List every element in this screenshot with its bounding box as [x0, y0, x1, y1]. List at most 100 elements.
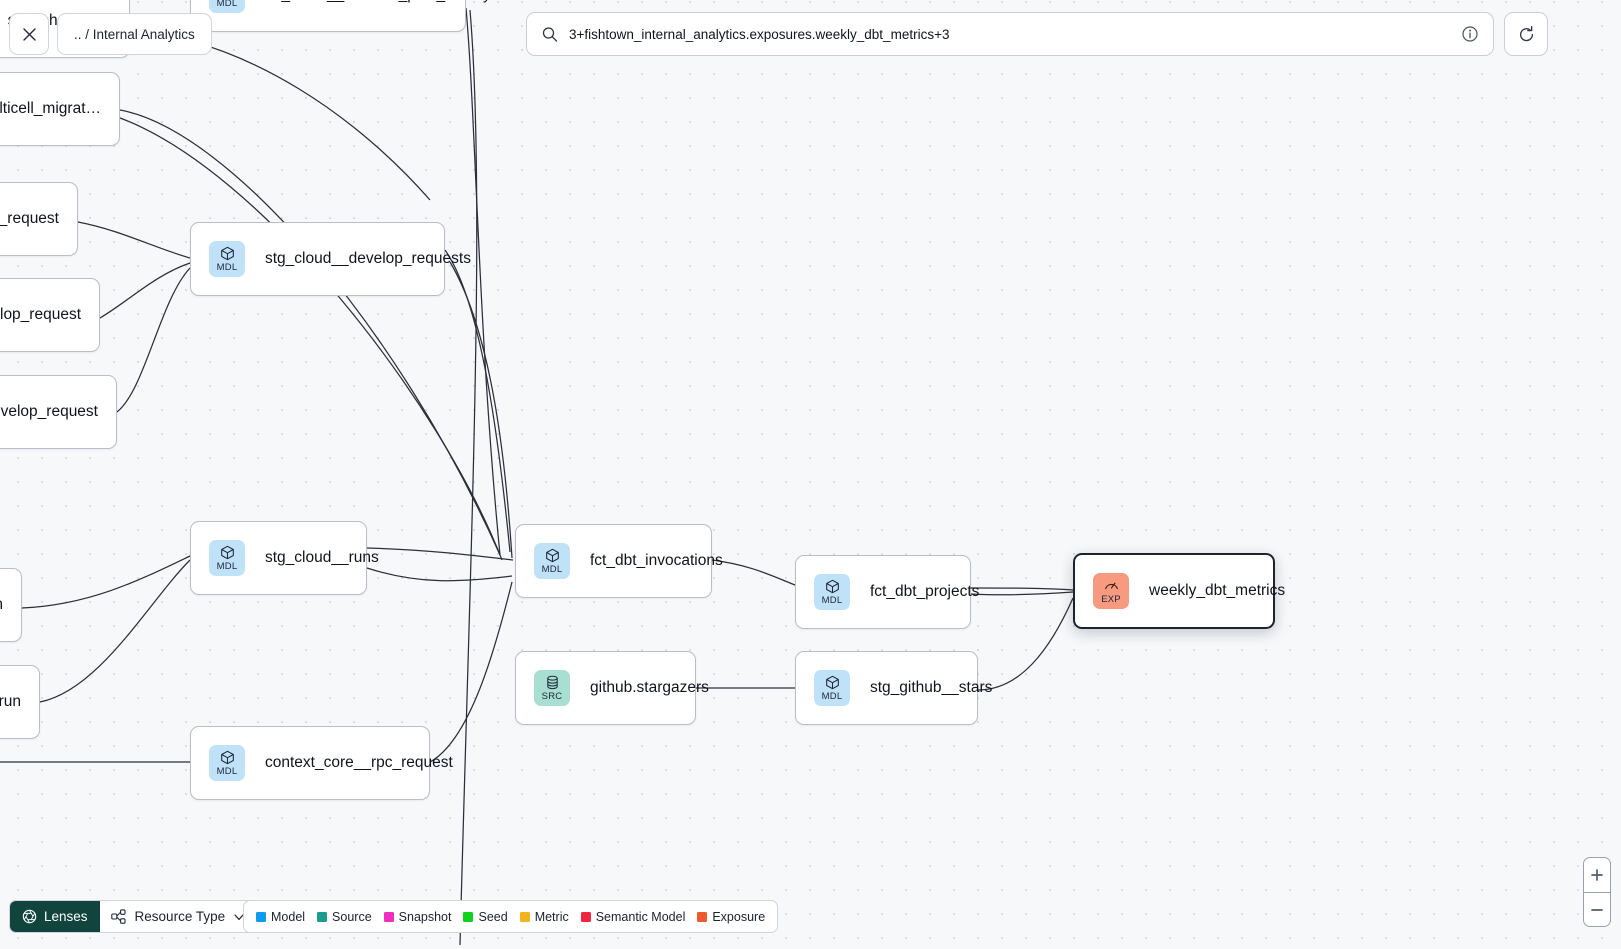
lineage-node-partial_develop_request[interactable]: _develop_request: [0, 375, 117, 449]
lineage-node-int_cloud_acct[interactable]: MDL int_cloud__account_plan_history: [190, 0, 491, 32]
lineage-node-fct_dbt_invocations[interactable]: MDL fct_dbt_invocations: [515, 524, 723, 598]
resource-type-label: Resource Type: [134, 909, 226, 924]
legend-label: Semantic Model: [595, 909, 686, 924]
zoom-out-button[interactable]: [1584, 892, 1610, 926]
legend-item-model[interactable]: Model: [256, 910, 305, 924]
node-type-abbr: MDL: [216, 765, 238, 777]
close-icon: [22, 27, 36, 41]
node-type-abbr: MDL: [541, 563, 563, 575]
lineage-edge: [366, 567, 513, 582]
legend-label: Metric: [534, 909, 569, 924]
lineage-edge: [366, 547, 514, 561]
legend-label: Exposure: [712, 909, 766, 924]
node-type-badge: SRC: [534, 670, 570, 706]
legend-item-snapshot[interactable]: Snapshot: [383, 910, 451, 924]
node-type-abbr: EXP: [1101, 593, 1121, 605]
cube-icon: [220, 545, 234, 560]
node-type-abbr: MDL: [216, 0, 238, 9]
lineage-edge: [449, 261, 513, 559]
node-type-badge: EXP: [1093, 573, 1129, 609]
lineage-edge: [129, 29, 431, 201]
lineage-edge: [970, 587, 1074, 591]
lineage-search-bar[interactable]: 3+fishtown_internal_analytics.exposures.…: [526, 12, 1494, 56]
legend-label: Model: [271, 909, 306, 924]
lineage-node-context_core_rpc_request[interactable]: MDL context_core__rpc_request: [190, 726, 453, 800]
lineage-edge: [116, 267, 191, 413]
lineage-edge: [429, 581, 513, 763]
legend-label: Source: [332, 909, 372, 924]
node-type-abbr: MDL: [821, 594, 843, 606]
aperture-icon: [22, 909, 37, 924]
node-label: _develop_request: [0, 403, 98, 420]
lineage-edge: [119, 109, 501, 556]
minus-icon: [1591, 908, 1603, 911]
lineage-node-multicell_migrate[interactable]: multicell_migrat…: [0, 72, 120, 146]
node-label: context_core__rpc_request: [265, 754, 453, 771]
lenses-toolbar: Lenses Resource Type: [9, 900, 258, 933]
search-icon: [542, 26, 558, 42]
lineage-edge: [444, 249, 511, 553]
legend-item-semantic-model[interactable]: Semantic Model: [580, 909, 686, 924]
database-icon: [546, 675, 558, 690]
zoom-in-button[interactable]: [1584, 858, 1610, 892]
lineage-edge: [459, 9, 478, 946]
node-label: velop_request: [0, 306, 81, 323]
lineage-edge: [119, 117, 503, 561]
node-type-abbr: MDL: [821, 690, 843, 702]
lineage-edge: [39, 559, 191, 703]
refresh-button[interactable]: [1504, 12, 1548, 56]
lineage-edge: [21, 555, 191, 609]
gauge-icon: [1104, 582, 1118, 590]
close-lineage-button[interactable]: [9, 13, 49, 55]
node-type-badge: MDL: [534, 543, 570, 579]
resource-type-legend: Model Source Snapshot Seed Metric Semantic Mo…: [243, 900, 779, 933]
legend-item-seed[interactable]: Seed: [463, 909, 508, 924]
node-type-badge: MDL: [209, 241, 245, 277]
legend-swatch-icon: [463, 911, 474, 922]
info-circle-icon[interactable]: [1461, 25, 1479, 43]
plus-icon: [1591, 869, 1603, 881]
lineage-node-stg_cloud_runs[interactable]: MDL stg_cloud__runs: [190, 521, 379, 595]
lenses-button[interactable]: Lenses: [10, 901, 100, 932]
node-label: fct_dbt_invocations: [590, 552, 723, 569]
legend-label: Seed: [478, 909, 508, 924]
lenses-button-label: Lenses: [44, 909, 88, 924]
node-label: n: [0, 596, 3, 614]
node-label: stg_cloud__runs: [265, 549, 379, 566]
cube-icon: [825, 675, 839, 690]
lineage-edge: [711, 559, 796, 586]
legend-swatch-icon: [317, 911, 328, 922]
legend-swatch-icon: [580, 911, 591, 922]
lineage-edge: [77, 221, 191, 259]
legend-item-exposure[interactable]: Exposure: [697, 910, 765, 924]
resource-type-dropdown[interactable]: Resource Type: [99, 901, 257, 932]
legend-swatch-icon: [383, 911, 394, 922]
lineage-node-stg_cloud_develop_requests[interactable]: MDL stg_cloud__develop_requests: [190, 222, 471, 296]
legend-item-source[interactable]: Source: [317, 910, 372, 924]
lineage-edge: [977, 597, 1074, 691]
search-input[interactable]: 3+fishtown_internal_analytics.exposures.…: [569, 26, 950, 42]
node-type-badge: MDL: [209, 540, 245, 576]
legend-item-metric[interactable]: Metric: [519, 909, 569, 924]
breadcrumb-label: .. / Internal Analytics: [74, 26, 195, 42]
node-label: .run: [0, 693, 21, 710]
node-label: multicell_migrat…: [0, 100, 101, 117]
lineage-edge: [465, 7, 501, 556]
node-label: stg_cloud__develop_requests: [265, 250, 471, 267]
node-type-abbr: MDL: [216, 261, 238, 273]
lineage-node-partial_op_request[interactable]: p_request: [0, 182, 78, 256]
lineage-node-partial_run[interactable]: .run: [0, 665, 40, 739]
breadcrumb[interactable]: .. / Internal Analytics: [57, 13, 212, 55]
cube-icon: [220, 750, 234, 765]
lineage-node-partial_n[interactable]: n: [0, 568, 22, 642]
node-type-abbr: MDL: [216, 560, 238, 572]
node-label: int_cloud__account_plan_history: [265, 0, 491, 4]
chevron-down-icon: [234, 913, 244, 920]
node-type-badge: MDL: [209, 0, 245, 13]
lineage-node-partial_velop_request[interactable]: velop_request: [0, 278, 100, 352]
